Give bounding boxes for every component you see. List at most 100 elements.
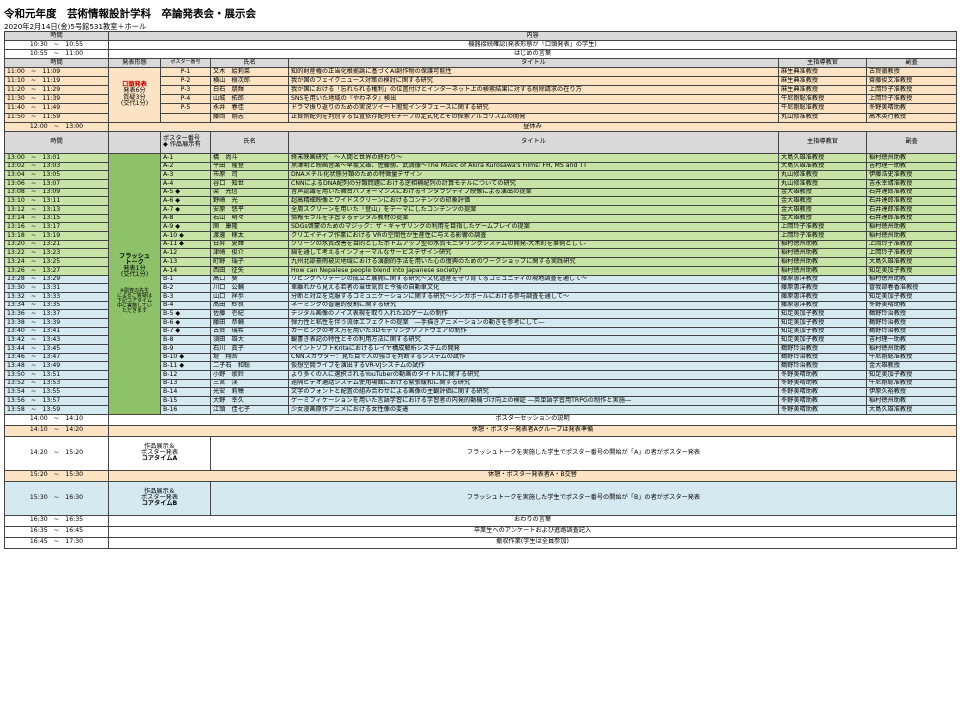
core-time: 14:20 ~ 15:20 (4, 435, 109, 471)
flash-advisor: 金大雄教授 (778, 187, 867, 198)
row-time: 10:30 ~ 10:55 (4, 39, 109, 50)
flash-advisor: 藤原惠洋教授 (778, 283, 867, 293)
flash-advisor: 知足美加子教授 (778, 317, 867, 328)
row-content: 昼休み (107, 121, 958, 132)
flash-header-poster-line: ポスター番号 (163, 135, 201, 143)
flash-co: 稲村徳州助教 (865, 274, 958, 285)
flash-co: 石井達郎准教授 (865, 196, 958, 206)
core-time: 15:30 ~ 16:30 (4, 480, 109, 516)
oral-title: 正負例配列を判別する位置依存配列モチーフの定式化とその探索アルゴリズムの開発 (288, 112, 779, 123)
flash-time: 13:34 ~ 13:35 (4, 300, 109, 311)
flash-name: 日昇 夏輝 (210, 239, 289, 250)
row-content: ポスターセッションの説明 (107, 413, 958, 426)
flash-time: 13:54 ~ 13:55 (4, 387, 109, 398)
flash-title: 超高精細映像とワイドスクリーンにおけるコンテンツの印象評価 (288, 196, 779, 206)
flash-title: 終末映画研究 ～人間と世界の終わり～ (288, 152, 779, 163)
flash-co: 石井達郎准教授 (865, 187, 958, 198)
flash-advisor: 藤原惠洋教授 (778, 300, 867, 311)
flash-title: 仮想空間ライブを演出するVR-VJシステムの試作 (288, 361, 779, 372)
flash-name: 津崎 俊介 (210, 248, 289, 259)
core-label: 作品展示＆ポスター発表コアタイムA (108, 435, 211, 471)
core-label-line: 作品展示＆ (144, 442, 175, 450)
oral-time: 11:30 ~ 11:39 (4, 94, 109, 105)
flash-name: 平田 隆登 (210, 161, 289, 172)
core-content: フラッシュトークを実施した学生でポスター番号の開始が「A」の者がポスター発表 (209, 435, 958, 471)
oral-poster: P-1 (160, 66, 211, 77)
flash-poster: A-14 (160, 265, 211, 276)
flash-advisor: 知足美加子教授 (778, 326, 867, 337)
flash-poster: B-8 (160, 335, 211, 345)
flash-time: 13:24 ~ 13:25 (4, 257, 109, 267)
flash-advisor: 冬野美晴助教 (778, 370, 867, 380)
flash-poster: B-3 (160, 291, 211, 302)
flash-note-line: 中に実施してい (117, 302, 152, 309)
oral-co: 高木英行教授 (865, 112, 958, 123)
flash-title: クリークの水質改善を目的としたボトムアップ型の水質モニタリングシステムの開発-大… (288, 239, 779, 250)
flash-format-line: フラッシュ (119, 252, 150, 260)
flash-poster: B-5 ◆ (160, 309, 211, 319)
row-time: 10:55 ~ 11:00 (4, 48, 109, 59)
oral-title: 知的財産権の正当化根拠論に基づくAI創作物の保護可能性 (288, 66, 779, 77)
flash-co: 牛尼剛聡准教授 (865, 378, 958, 389)
flash-time: 13:44 ~ 13:45 (4, 344, 109, 354)
flash-advisor: 大島久雄准教授 (778, 152, 867, 163)
oral-advisor: 丸山修准教授 (778, 112, 867, 123)
flash-advisor: 冬野美晴助教 (778, 396, 867, 406)
flash-time: 13:58 ~ 13:59 (4, 404, 109, 415)
flash-time: 13:14 ~ 13:15 (4, 213, 109, 224)
flash-time: 13:32 ~ 13:33 (4, 291, 109, 302)
flash-title: CNNスカウター：見た目で人の強さを判断するシステムの試作 (288, 352, 779, 363)
flash-co: 伊原久裕教授 (865, 387, 958, 398)
flash-advisor: 金大雄教授 (778, 196, 867, 206)
flash-poster: B-13 (160, 378, 211, 389)
flash-time: 13:08 ~ 13:09 (4, 187, 109, 198)
flash-co: 知足美加子教授 (865, 370, 958, 380)
oral-poster: P-5 (160, 103, 211, 114)
flash-format-line: 発表1分 (123, 265, 146, 273)
row-time: 14:10 ~ 14:20 (4, 424, 109, 437)
oral-advisor: 牛尼剛聡准教授 (778, 103, 867, 114)
oral-name: 又木 絵莉菜 (210, 66, 289, 77)
flash-title: 分断と対立を克服するコミュニケーションに関する研究～シンガポールにおける参与調査… (288, 291, 779, 302)
flash-poster: A-3 (160, 170, 211, 180)
flash-name: 藤田 恭輔 (210, 317, 289, 328)
core-content: フラッシュトークを実施した学生でポスター番号の開始が「B」の者がポスター発表 (209, 480, 958, 516)
row-content: 機器接続確認(発表形態が「口頭発表」の学生) (107, 39, 958, 50)
flash-poster: B-4 (160, 300, 211, 311)
flash-co: 鶴野玲治教授 (865, 326, 958, 337)
oral-header-row: 時間発表形態ポスター番号氏名タイトル主指導教官副査 (4, 57, 958, 68)
flash-note-line: 下記コアタイム (117, 297, 152, 304)
oral-poster: P-4 (160, 94, 211, 105)
flash-poster: B-6 ◆ (160, 317, 211, 328)
flash-name: 渡邊 稼太 (210, 231, 289, 241)
flash-header-row: 時間ポスター番号◆ 作品展示有氏名タイトル主指導教官副査 (4, 130, 958, 154)
flash-time: 13:12 ~ 13:13 (4, 205, 109, 215)
oral-title: SNSを用いた地域の『やわネタ』検出 (288, 94, 779, 105)
flash-name: 西田 征矢 (210, 265, 289, 276)
flash-title: ゲーミフィケーションを用いた言語学習における学習者の内発的動機づけ向上の検証 ―… (288, 396, 779, 406)
flash-time: 13:56 ~ 13:57 (4, 396, 109, 406)
flash-co: 大島久雄准教授 (865, 257, 958, 267)
flash-advisor: 金大雄教授 (778, 205, 867, 215)
flash-time: 13:28 ~ 13:29 (4, 274, 109, 285)
oral-co: 上岡玲子准教授 (865, 84, 958, 96)
row-content: 卒業生へのアンケートおよび進路調査記入 (107, 525, 958, 538)
oral-title: ドラマ振り返りのための実況ツイート閲覧インタフェースに関する研究 (288, 103, 779, 114)
flash-advisor: 丸山修准教授 (778, 178, 867, 189)
flash-note-line: によるご質疑は (117, 292, 152, 299)
flash-name: 川口 公輔 (210, 283, 289, 293)
flash-advisor: 稲村徳州助教 (778, 265, 867, 276)
flash-time: 13:00 ~ 13:01 (4, 152, 109, 163)
oral-format-cell-line: 口頭発表 (122, 81, 147, 89)
oral-header-advisor: 主指導教官 (778, 57, 867, 68)
flash-co: 稲村徳州助教 (865, 152, 958, 163)
flash-name: 大野 幸久 (210, 396, 289, 406)
